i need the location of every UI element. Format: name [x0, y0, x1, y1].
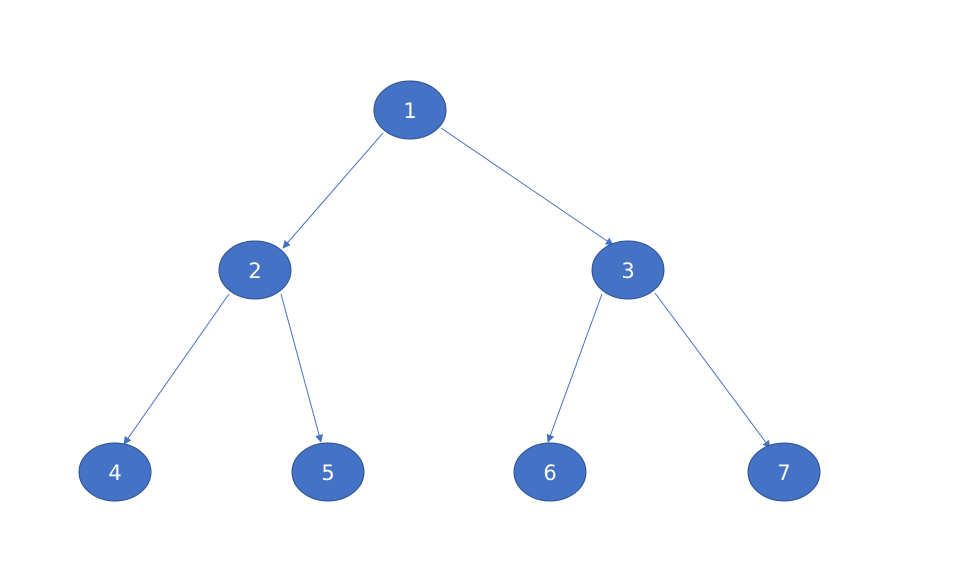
node-2: 2 — [218, 240, 292, 300]
node-5-label: 5 — [321, 461, 334, 485]
node-2-shape — [218, 240, 292, 300]
edge-2-4 — [123, 293, 230, 445]
node-7-label: 7 — [777, 461, 790, 485]
node-4: 4 — [78, 442, 152, 502]
node-6-shape — [513, 442, 587, 502]
node-4-label: 4 — [108, 461, 121, 485]
node-1-shape — [373, 80, 447, 140]
edge-1-2 — [282, 132, 384, 249]
node-3-shape — [591, 240, 665, 300]
node-6: 6 — [513, 442, 587, 502]
node-7-shape — [747, 442, 821, 502]
edges — [123, 127, 771, 449]
node-2-label: 2 — [248, 259, 261, 283]
edge-1-3 — [440, 127, 614, 246]
node-3-label: 3 — [621, 259, 634, 283]
node-5: 5 — [291, 442, 365, 502]
node-3: 3 — [591, 240, 665, 300]
edge-3-7 — [654, 292, 771, 449]
node-7: 7 — [747, 442, 821, 502]
node-1-label: 1 — [403, 99, 416, 123]
node-4-shape — [78, 442, 152, 502]
node-5-shape — [291, 442, 365, 502]
edge-2-5 — [280, 293, 323, 443]
node-1: 1 — [373, 80, 447, 140]
node-6-label: 6 — [543, 461, 556, 485]
edge-3-6 — [546, 293, 603, 443]
